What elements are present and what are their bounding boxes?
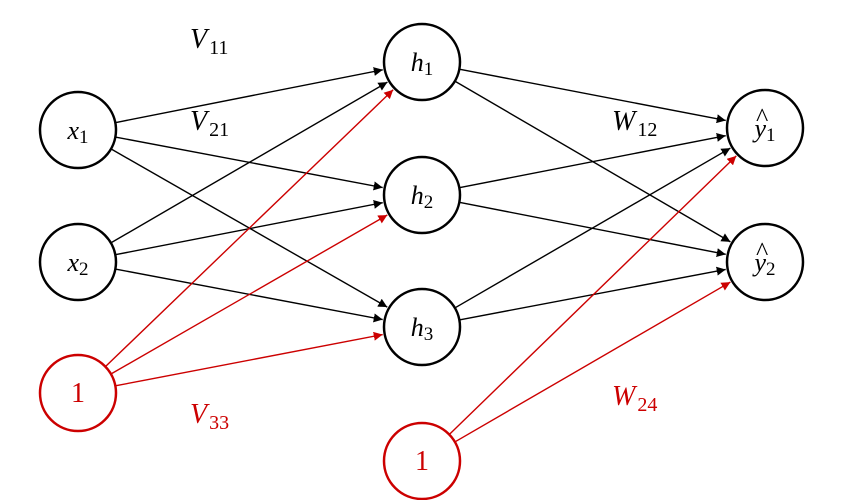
node-b1: 1 bbox=[38, 353, 118, 433]
node-label: 1 bbox=[415, 446, 429, 477]
node-b2: 1 bbox=[382, 421, 462, 500]
node-label: 1 bbox=[71, 378, 85, 409]
hat-accent: ^ bbox=[756, 103, 769, 132]
edge-b1-h2 bbox=[110, 214, 388, 375]
edge-h3-y1 bbox=[454, 147, 731, 309]
edge-b2-y2 bbox=[454, 281, 731, 443]
node-circle bbox=[382, 22, 462, 102]
node-h2: h2 bbox=[382, 155, 462, 235]
node-x2: x2 bbox=[38, 222, 118, 302]
node-label: h3 bbox=[411, 313, 434, 345]
node-y2: y2^ bbox=[725, 222, 805, 302]
edge-b1-h3 bbox=[115, 331, 383, 387]
node-circle bbox=[382, 421, 462, 500]
node-label: y2 bbox=[751, 248, 775, 280]
node-h1: h1 bbox=[382, 22, 462, 102]
node-label: x1 bbox=[66, 116, 88, 148]
node-circle bbox=[38, 90, 118, 170]
edge-b2-y1 bbox=[448, 155, 737, 436]
edge-x2-h1 bbox=[110, 81, 388, 244]
node-y1: y1^ bbox=[725, 88, 805, 168]
node-x1: x1 bbox=[38, 90, 118, 170]
edge-h1-y1 bbox=[459, 68, 726, 124]
node-circle bbox=[38, 222, 118, 302]
node-label: h1 bbox=[411, 48, 434, 80]
edge-x1-h1 bbox=[115, 67, 383, 124]
edge-b1-h1 bbox=[104, 89, 394, 368]
node-circle bbox=[725, 222, 805, 302]
node-circle bbox=[382, 155, 462, 235]
hat-accent: ^ bbox=[756, 237, 769, 266]
node-circle bbox=[725, 88, 805, 168]
edges bbox=[104, 67, 737, 443]
node-label: h2 bbox=[411, 181, 434, 213]
node-circle bbox=[38, 353, 118, 433]
node-h3: h3 bbox=[382, 287, 462, 367]
edge-h2-y1 bbox=[459, 132, 726, 189]
node-label: y1 bbox=[751, 114, 775, 146]
node-label: x2 bbox=[66, 248, 88, 280]
node-circle bbox=[382, 287, 462, 367]
